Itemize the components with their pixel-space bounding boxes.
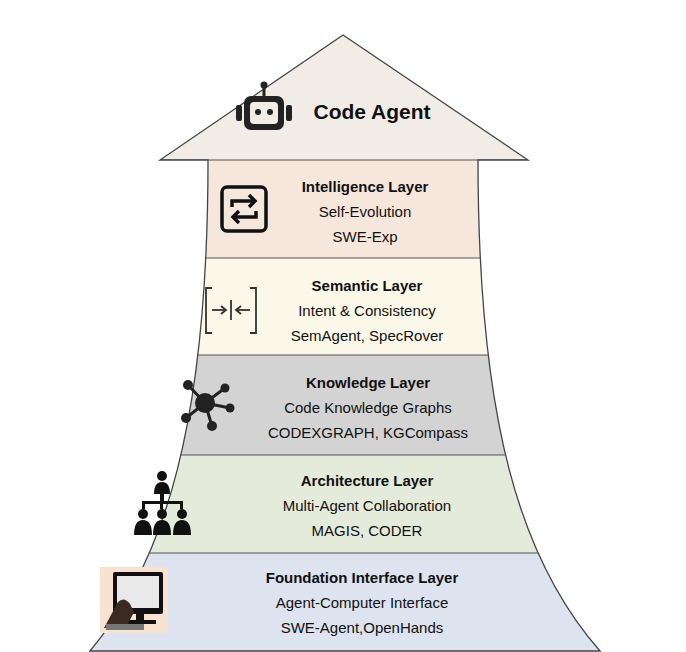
layer-title: Knowledge Layer bbox=[306, 370, 430, 395]
layer-title: Architecture Layer bbox=[301, 468, 434, 493]
layer-title: Intelligence Layer bbox=[302, 174, 429, 199]
layer-title: Foundation Interface Layer bbox=[266, 565, 459, 590]
layer-theme: Intent & Consistency bbox=[298, 298, 436, 323]
arrow-head-label: Code Agent bbox=[297, 95, 447, 129]
hierarchy-icon bbox=[134, 471, 191, 535]
layer-examples: SemAgent, SpecRover bbox=[291, 323, 444, 348]
layer-band: Knowledge LayerCode Knowledge GraphsCODE… bbox=[248, 368, 488, 446]
layer-theme: Self-Evolution bbox=[319, 199, 412, 224]
layer-title: Semantic Layer bbox=[312, 273, 423, 298]
robot-icon bbox=[236, 82, 292, 131]
bracket-icon bbox=[206, 288, 256, 333]
layer-theme: Code Knowledge Graphs bbox=[284, 395, 452, 420]
layer-band: Intelligence LayerSelf-EvolutionSWE-Exp bbox=[265, 172, 465, 250]
layer-examples: MAGIS, CODER bbox=[312, 518, 423, 543]
layer-band: Semantic LayerIntent & ConsistencySemAge… bbox=[262, 272, 472, 349]
graph-icon bbox=[181, 380, 235, 431]
layer-examples: CODEXGRAPH, KGCompass bbox=[268, 420, 468, 445]
cycle-icon bbox=[222, 187, 266, 231]
layer-band: Foundation Interface LayerAgent-Computer… bbox=[237, 563, 487, 641]
layer-examples: SWE-Agent,OpenHands bbox=[281, 615, 444, 640]
layer-theme: Multi-Agent Collaboration bbox=[283, 493, 451, 518]
layer-theme: Agent-Computer Interface bbox=[276, 590, 449, 615]
layer-examples: SWE-Exp bbox=[332, 224, 397, 249]
computer-illustration bbox=[100, 567, 168, 633]
layer-title: Code Agent bbox=[313, 97, 430, 127]
layer-band: Architecture LayerMulti-Agent Collaborat… bbox=[247, 466, 487, 544]
